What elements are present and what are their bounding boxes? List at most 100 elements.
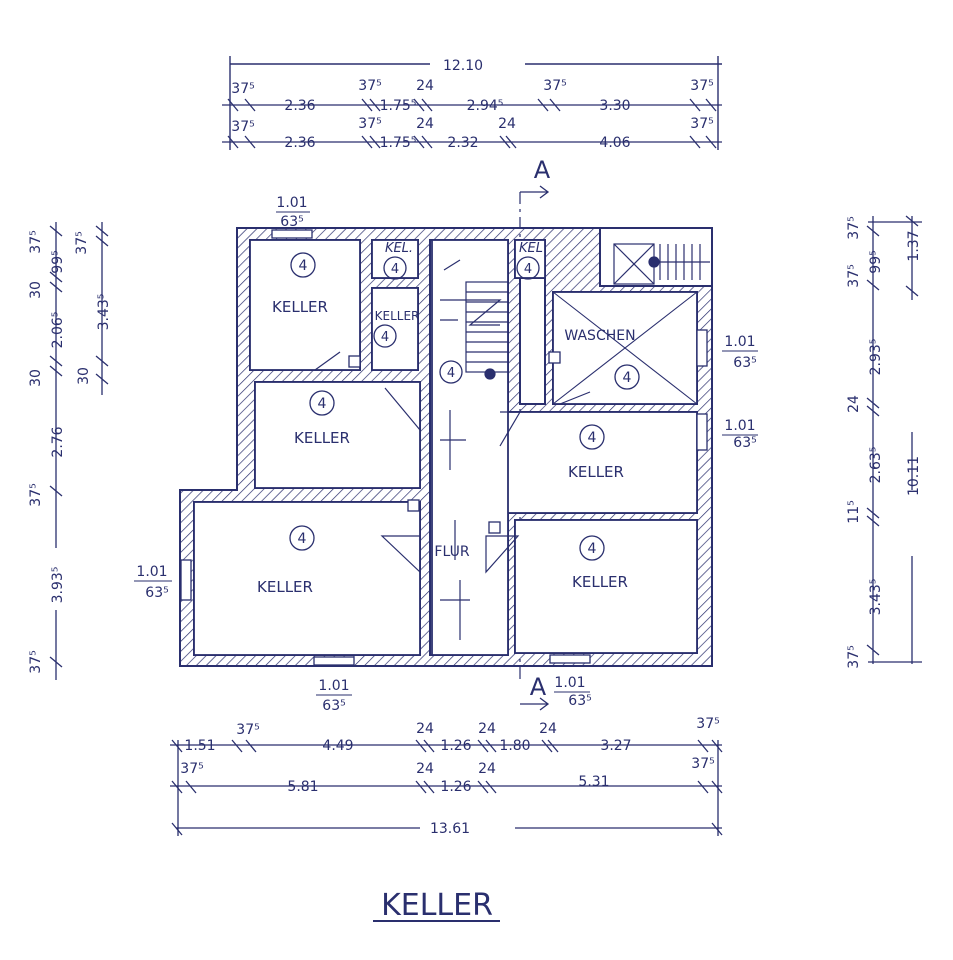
room-tag: 4 [298, 531, 307, 547]
dim-right-6: 11⁵ [846, 500, 862, 523]
room-tag: 4 [299, 258, 308, 274]
dimension-right: 37⁵ 99⁵ 37⁵ 2.93⁵ 24 2.63⁵ 11⁵ 3.43⁵ 37⁵… [846, 215, 922, 669]
section-label-top: A [534, 156, 551, 184]
staircase-main [440, 259, 509, 640]
dim-bot-r1-3: 24 [416, 721, 434, 737]
room-label: KELLER [294, 429, 350, 447]
room-tag: 4 [588, 541, 597, 557]
room-tag: 4 [391, 262, 399, 277]
room-waschen: 4 WASCHEN [564, 328, 640, 390]
dim-left-7: 3.93⁵ [50, 567, 66, 604]
dim-top-r1-8: 37⁵ [690, 78, 713, 94]
dimension-left: 37⁵ 99⁵ 30 2.06⁵ 30 2.76 37⁵ 3.93⁵ 37⁵ 3… [28, 222, 112, 680]
room-keller-3: 4 KELLER [257, 525, 315, 596]
room-labels: 4 KELLER 4 KELLER 4 KELLER 4 WASCHEN 4 K… [257, 241, 640, 596]
dimension-top: 12.10 37⁵ 2.36 37⁵ 1.75⁵ 24 2.94⁵ 37⁵ 3.… [222, 56, 722, 151]
dim-top-r1-2: 37⁵ [358, 78, 381, 94]
room-tag: 4 [524, 262, 532, 277]
dim-bot-r2-2: 24 [416, 761, 434, 777]
dim-top-r2-7: 4.06 [599, 135, 630, 151]
dim-bot-r2-3: 1.26 [440, 779, 471, 795]
dim-bot-r1-6: 1.80 [499, 738, 530, 754]
room-tag: 4 [381, 330, 389, 345]
dim-top-r2-8: 37⁵ [690, 116, 713, 132]
dim-top-r1-7: 3.30 [599, 98, 630, 114]
win-left-w: 1.01 [136, 564, 167, 580]
room-tag: 4 [318, 396, 327, 412]
dim-right-8: 37⁵ [846, 645, 862, 668]
dim-top-r2-2: 37⁵ [358, 116, 381, 132]
win-right2-h: 63⁵ [733, 435, 756, 451]
dim-top-r1-0: 37⁵ [231, 81, 254, 97]
dim-left-4: 30 [28, 369, 44, 387]
room-label: KELLER [272, 298, 328, 316]
dim-bot-r1-7: 24 [539, 721, 557, 737]
room-keller-6: 4 KELLER [373, 309, 420, 348]
room-label: KELLER [572, 573, 628, 591]
dim-top-r2-3: 1.75⁵ [380, 135, 417, 151]
room-label: KEL. [385, 241, 413, 256]
dim-left-10: 3.43⁵ [96, 294, 112, 331]
section-label-bottom: A [530, 673, 547, 701]
dim-right-0: 37⁵ [846, 216, 862, 239]
win-bottom1-w: 1.01 [318, 678, 349, 694]
dim-left-0: 37⁵ [28, 230, 44, 253]
win-top-w: 1.01 [276, 195, 307, 211]
room-label: FLUR [434, 544, 469, 560]
dim-top-r2-0: 37⁵ [231, 119, 254, 135]
dim-top-r1-6: 37⁵ [543, 78, 566, 94]
dim-left-3: 2.06⁵ [50, 312, 66, 349]
dim-left-1: 99⁵ [50, 250, 66, 273]
room-tag: 4 [623, 370, 632, 386]
room-label: WASCHEN [564, 328, 635, 344]
window-labels: 1.01 63⁵ 1.01 63⁵ 1.01 63⁵ 1.01 63⁵ 1.01… [134, 195, 758, 714]
dim-top-r2-5: 2.32 [447, 135, 478, 151]
windows [180, 229, 708, 666]
dim-right-5: 2.63⁵ [868, 447, 884, 484]
dim-bot-r1-1: 37⁵ [236, 722, 259, 738]
dim-bot-r1-4: 1.26 [440, 738, 471, 754]
win-bottom2-h: 63⁵ [568, 693, 591, 709]
dim-right-9: 1.37 [906, 230, 922, 261]
section-marker-bottom: A [520, 673, 550, 711]
dim-left-5: 2.76 [50, 426, 66, 457]
room-keller-2: 4 KELLER [294, 390, 350, 447]
dim-left-8: 37⁵ [28, 650, 44, 673]
room-label: KEL [519, 241, 543, 256]
dim-left-11: 30 [76, 367, 92, 385]
room-label: KELLER [375, 309, 420, 323]
dim-bot-r2-5: 5.31 [578, 774, 609, 790]
win-right1-h: 63⁵ [733, 355, 756, 371]
dim-top-r1-5: 2.94⁵ [467, 98, 504, 114]
dim-left-2: 30 [28, 281, 44, 299]
dim-total-top: 12.10 [443, 58, 483, 74]
room-label: KELLER [257, 578, 313, 596]
dim-top-r1-3: 1.75⁵ [380, 98, 417, 114]
room-kel-1: 4 KEL. [383, 241, 413, 280]
room-keller-1: 4 KELLER [272, 252, 328, 316]
dim-bot-r1-9: 37⁵ [696, 716, 719, 732]
dim-right-3: 2.93⁵ [868, 339, 884, 376]
dim-top-r2-1: 2.36 [284, 135, 315, 151]
dim-top-r2-6: 24 [498, 116, 516, 132]
win-top-h: 63⁵ [280, 214, 303, 230]
win-bottom2-w: 1.01 [554, 675, 585, 691]
dim-top-r2-4: 24 [416, 116, 434, 132]
room-tag: 4 [447, 366, 455, 381]
dim-right-2: 37⁵ [846, 264, 862, 287]
room-tag: 4 [588, 430, 597, 446]
dim-bot-r1-5: 24 [478, 721, 496, 737]
room-flur: 4 FLUR [434, 360, 470, 560]
dim-bot-r1-2: 4.49 [322, 738, 353, 754]
room-kel-2: 4 KEL [516, 241, 543, 280]
room-keller-5: 4 KELLER [572, 535, 628, 591]
win-right2-w: 1.01 [724, 418, 755, 434]
dim-bot-r2-4: 24 [478, 761, 496, 777]
page-title: KELLER [381, 888, 493, 923]
dim-top-r1-1: 2.36 [284, 98, 315, 114]
dim-top-r1-4: 24 [416, 78, 434, 94]
plan-title: KELLER [373, 888, 500, 923]
dim-right-10: 10.11 [906, 456, 922, 496]
room-label: KELLER [568, 463, 624, 481]
dim-bot-r2-6: 37⁵ [691, 756, 714, 772]
